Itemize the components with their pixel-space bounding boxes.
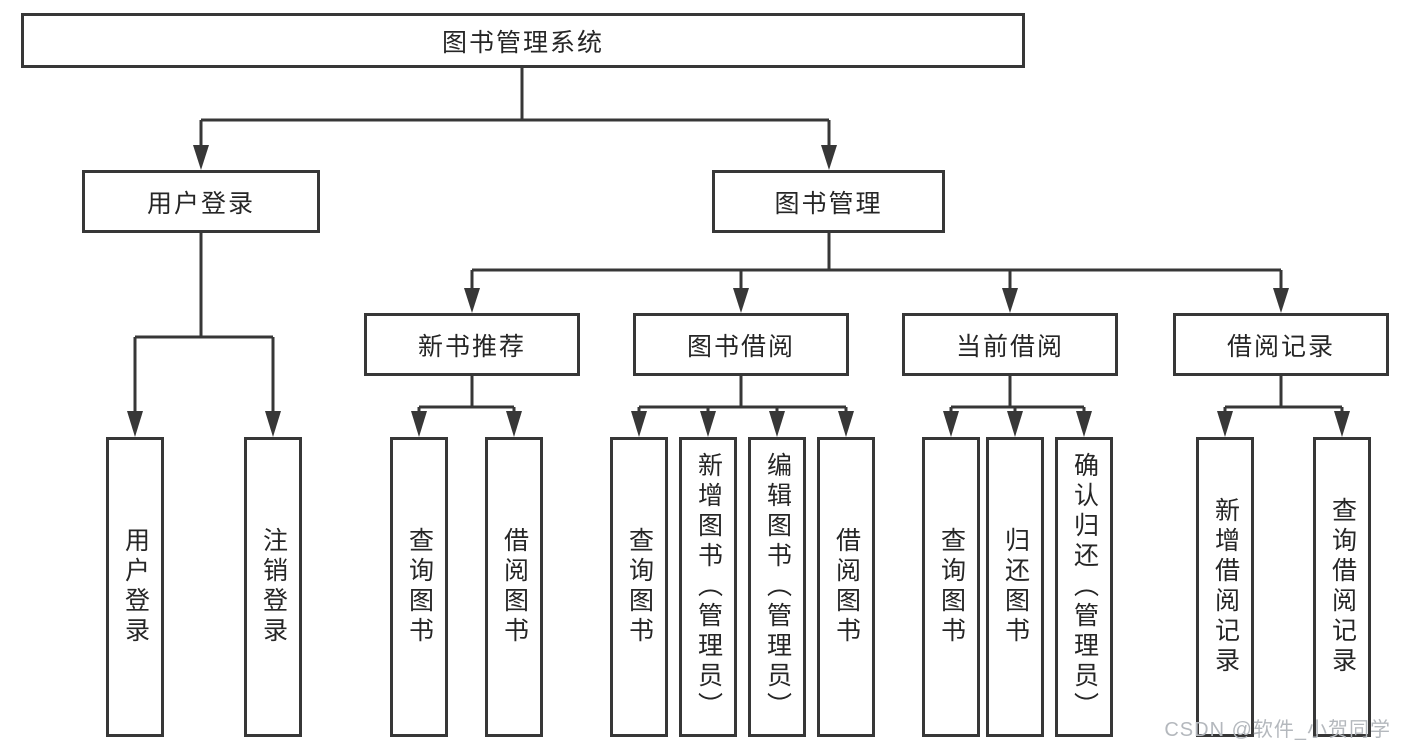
node-new-book-recommend: 新书推荐	[364, 313, 580, 376]
arrow-down-icon	[411, 411, 427, 437]
leaf-borrow-books-borrowing: 借阅图书	[817, 437, 875, 737]
connector-current-borrowing-to-leaves	[943, 376, 1092, 437]
node-label: 用户登录	[121, 527, 150, 647]
node-label: 图书借阅	[686, 332, 795, 361]
connector-book-borrowing-to-leaves	[631, 376, 854, 437]
node-current-borrowing: 当前借阅	[902, 313, 1118, 376]
connector-user-login-to-leaves	[127, 233, 281, 437]
arrow-down-icon	[193, 145, 209, 170]
leaf-query-borrow-record: 查询借阅记录	[1313, 437, 1371, 737]
leaf-add-borrow-record: 新增借阅记录	[1196, 437, 1254, 737]
arrow-down-icon	[1007, 411, 1023, 437]
node-label: 归还图书	[1001, 527, 1030, 647]
node-label: 新增借阅记录	[1211, 497, 1240, 677]
arrow-down-icon	[506, 411, 522, 437]
leaf-add-books-admin: 新增图书（管理员）	[679, 437, 737, 737]
arrow-down-icon	[1002, 288, 1018, 313]
node-label: 当前借阅	[955, 332, 1064, 361]
leaf-query-books-recommend: 查询图书	[390, 437, 448, 737]
node-label: 注销登录	[259, 527, 288, 647]
arrow-down-icon	[1334, 411, 1350, 437]
leaf-user-login: 用户登录	[106, 437, 164, 737]
node-label: 图书管理系统	[441, 28, 604, 57]
leaf-confirm-return-admin: 确认归还（管理员）	[1055, 437, 1113, 737]
arrow-down-icon	[127, 411, 143, 437]
csdn-watermark: CSDN @软件_小贺同学	[1164, 719, 1391, 741]
arrow-down-icon	[1076, 411, 1092, 437]
node-label: 新书推荐	[417, 332, 526, 361]
node-label: 查询图书	[937, 527, 966, 647]
node-label: 查询借阅记录	[1328, 497, 1357, 677]
node-book-management: 图书管理	[712, 170, 945, 233]
leaf-edit-books-admin: 编辑图书（管理员）	[748, 437, 806, 737]
node-label: 确认归还（管理员）	[1070, 452, 1099, 722]
arrow-down-icon	[1217, 411, 1233, 437]
leaf-query-books-current: 查询图书	[922, 437, 980, 737]
arrow-down-icon	[700, 411, 716, 437]
arrow-down-icon	[1273, 288, 1289, 313]
node-label: 查询图书	[405, 527, 434, 647]
node-user-login: 用户登录	[82, 170, 320, 233]
node-library-management-system: 图书管理系统	[21, 13, 1025, 68]
node-label: 图书管理	[774, 189, 883, 218]
connector-new-book-recommend-to-leaves	[411, 376, 522, 437]
arrow-down-icon	[733, 288, 749, 313]
arrow-down-icon	[265, 411, 281, 437]
arrow-down-icon	[821, 145, 837, 170]
leaf-borrow-books-recommend: 借阅图书	[485, 437, 543, 737]
node-label: 新增图书（管理员）	[694, 452, 723, 722]
leaf-return-books: 归还图书	[986, 437, 1044, 737]
arrow-down-icon	[464, 288, 480, 313]
arrow-down-icon	[838, 411, 854, 437]
node-label: 借阅图书	[832, 527, 861, 647]
connector-book-management-to-level3	[464, 233, 1289, 313]
node-label: 查询图书	[625, 527, 654, 647]
connector-root-to-level2	[193, 68, 837, 170]
node-label: 借阅图书	[500, 527, 529, 647]
leaf-logout: 注销登录	[244, 437, 302, 737]
node-label: 借阅记录	[1226, 332, 1335, 361]
arrow-down-icon	[631, 411, 647, 437]
node-borrowing-records: 借阅记录	[1173, 313, 1389, 376]
arrow-down-icon	[943, 411, 959, 437]
connector-borrowing-records-to-leaves	[1217, 376, 1350, 437]
node-label: 编辑图书（管理员）	[763, 452, 792, 722]
leaf-query-books-borrowing: 查询图书	[610, 437, 668, 737]
node-label: 用户登录	[146, 189, 255, 218]
arrow-down-icon	[769, 411, 785, 437]
node-book-borrowing: 图书借阅	[633, 313, 849, 376]
